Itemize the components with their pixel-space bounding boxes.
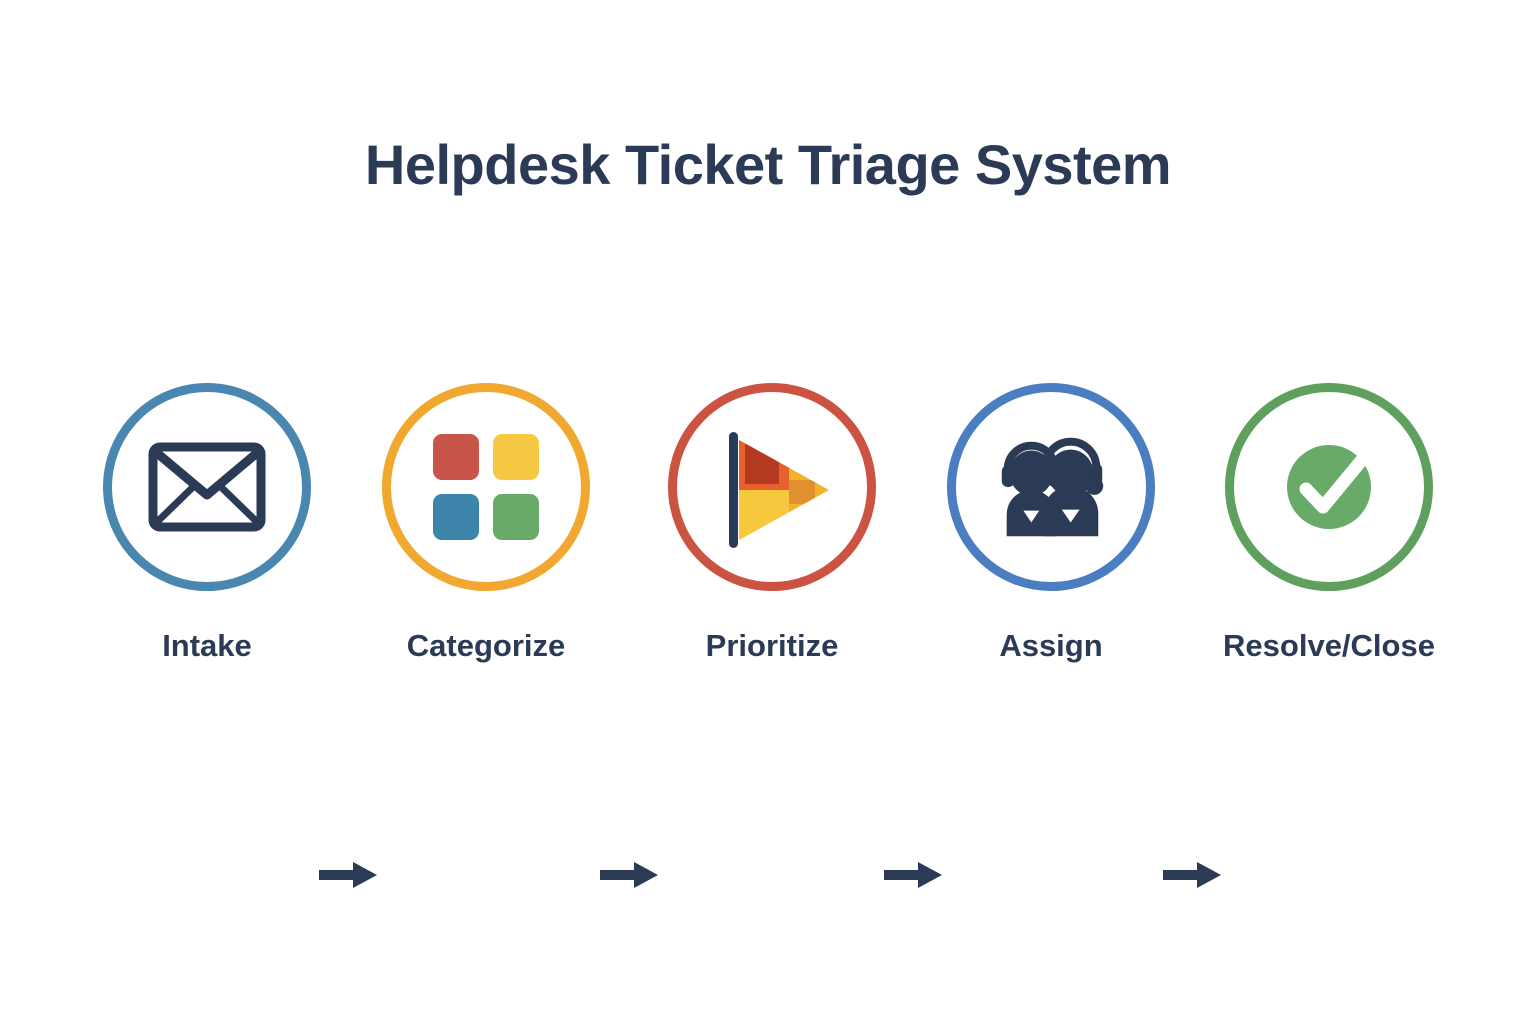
arrow-intake-to-categorize bbox=[319, 860, 379, 890]
flow-step-intake[interactable]: Intake bbox=[103, 383, 311, 683]
flow-step-resolve-close[interactable]: Resolve/Close bbox=[1223, 383, 1435, 683]
step-circle-intake bbox=[103, 383, 311, 591]
step-label-categorize: Categorize bbox=[406, 628, 566, 663]
flag-icon bbox=[707, 422, 837, 552]
support-agents-icon bbox=[986, 422, 1116, 552]
arrow-assign-to-resolve bbox=[1163, 860, 1223, 890]
arrow-prioritize-to-assign bbox=[884, 860, 944, 890]
flow-step-assign[interactable]: Assign bbox=[947, 383, 1155, 683]
step-label-assign: Assign bbox=[999, 628, 1103, 663]
page-title: Helpdesk Ticket Triage System bbox=[364, 133, 1172, 196]
step-label-prioritize: Prioritize bbox=[705, 628, 839, 663]
flow-step-prioritize[interactable]: Prioritize bbox=[668, 383, 876, 683]
step-label-intake: Intake bbox=[162, 628, 252, 663]
step-label-resolve-close: Resolve/Close bbox=[1223, 628, 1435, 663]
flow-step-categorize[interactable]: Categorize bbox=[382, 383, 590, 683]
step-circle-resolve-close bbox=[1225, 383, 1433, 591]
arrow-categorize-to-prioritize bbox=[600, 860, 660, 890]
four-squares-grid-icon bbox=[421, 422, 551, 552]
process-flow-row: Intake Categorize bbox=[103, 383, 1445, 888]
envelope-icon bbox=[142, 422, 272, 552]
step-circle-assign bbox=[947, 383, 1155, 591]
step-circle-prioritize bbox=[668, 383, 876, 591]
check-circle-icon bbox=[1264, 422, 1394, 552]
step-circle-categorize bbox=[382, 383, 590, 591]
